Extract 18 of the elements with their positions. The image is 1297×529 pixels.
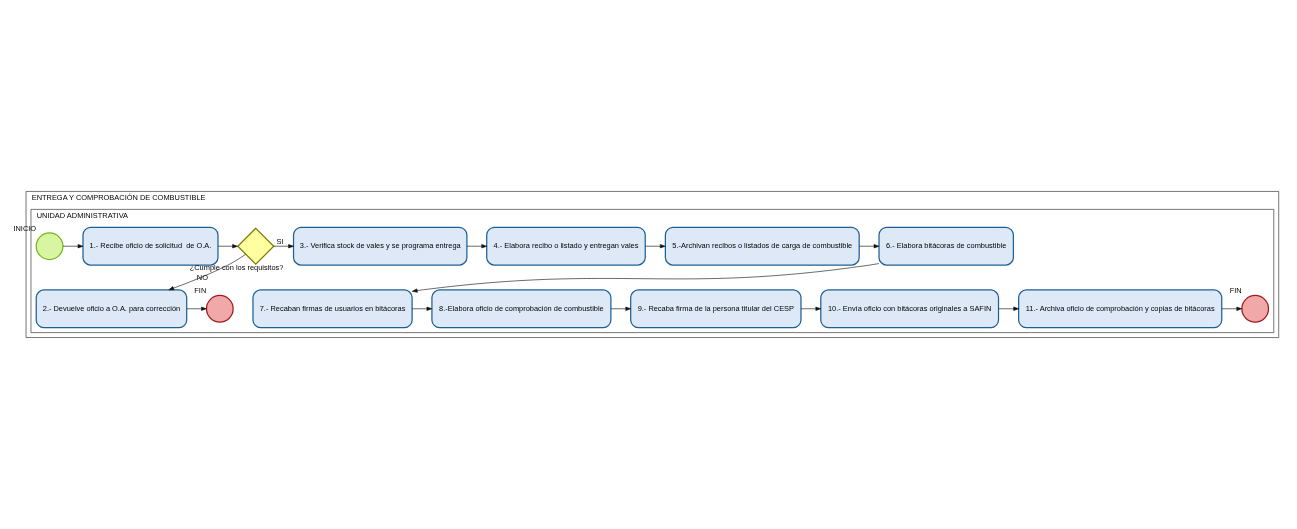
arrow: [411, 306, 433, 311]
arrow: [610, 306, 631, 311]
arrow: [466, 244, 487, 249]
node-circle: [205, 294, 234, 323]
arrow: [645, 244, 666, 249]
node-circle: [1241, 294, 1270, 323]
node-circle: [35, 232, 64, 261]
arrow: [168, 254, 246, 291]
arrow: [858, 244, 880, 249]
arrow: [273, 244, 294, 249]
arrow: [1221, 306, 1242, 311]
arrow: [186, 306, 207, 311]
arrow: [998, 306, 1019, 311]
arrow: [62, 244, 84, 249]
arrow: [411, 263, 880, 293]
arrow: [217, 244, 238, 249]
node-diamond: [236, 227, 275, 266]
arrow: [800, 306, 822, 311]
